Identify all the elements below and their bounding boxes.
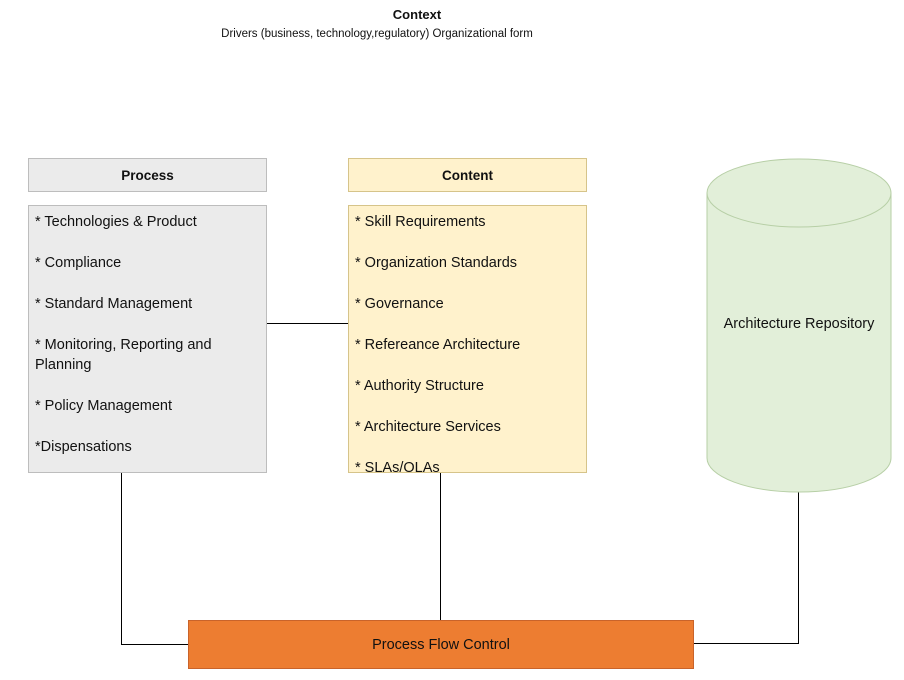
connector-process-content — [267, 323, 348, 324]
process-flow-control: Process Flow Control — [188, 620, 694, 669]
process-header: Process — [28, 158, 267, 192]
process-item-compliance: * Compliance — [35, 255, 122, 271]
process-item-policy-management: * Policy Management — [35, 398, 173, 414]
content-item-slas-olas: * SLAs/OLAs — [355, 460, 440, 476]
process-item-dispensations: *Dispensations — [35, 439, 132, 455]
cylinder-body — [706, 193, 892, 493]
content-item-governance: * Governance — [355, 296, 444, 312]
content-list: * Skill Requirements * Organization Stan… — [348, 205, 587, 476]
connector-content-down — [440, 473, 441, 620]
cylinder-top — [706, 158, 892, 228]
process-item-monitoring: * Monitoring, Reporting and Planning — [35, 337, 212, 373]
connector-flow-to-repository — [694, 643, 799, 644]
content-header: Content — [348, 158, 587, 192]
content-item-reference-architecture: * Refereance Architecture — [355, 337, 521, 353]
content-item-architecture-services: * Architecture Services — [355, 419, 501, 435]
process-list: * Technologies & Product * Compliance * … — [28, 205, 267, 473]
connector-process-down — [121, 473, 122, 645]
content-item-skill-requirements: * Skill Requirements — [355, 214, 486, 230]
architecture-repository-cylinder — [706, 158, 892, 493]
context-title: Context — [392, 7, 442, 22]
content-item-organization-standards: * Organization Standards — [355, 255, 518, 271]
connector-repository-down — [798, 491, 799, 644]
content-item-authority-structure: * Authority Structure — [355, 378, 484, 394]
architecture-repository-label: Architecture Repository — [723, 316, 875, 332]
context-subtitle: Drivers (business, technology,regulatory… — [221, 28, 533, 40]
process-item-standard-management: * Standard Management — [35, 296, 193, 312]
process-flow-control-label: Process Flow Control — [372, 636, 510, 653]
process-item-technologies: * Technologies & Product — [35, 214, 197, 230]
connector-process-to-flow — [121, 644, 188, 645]
